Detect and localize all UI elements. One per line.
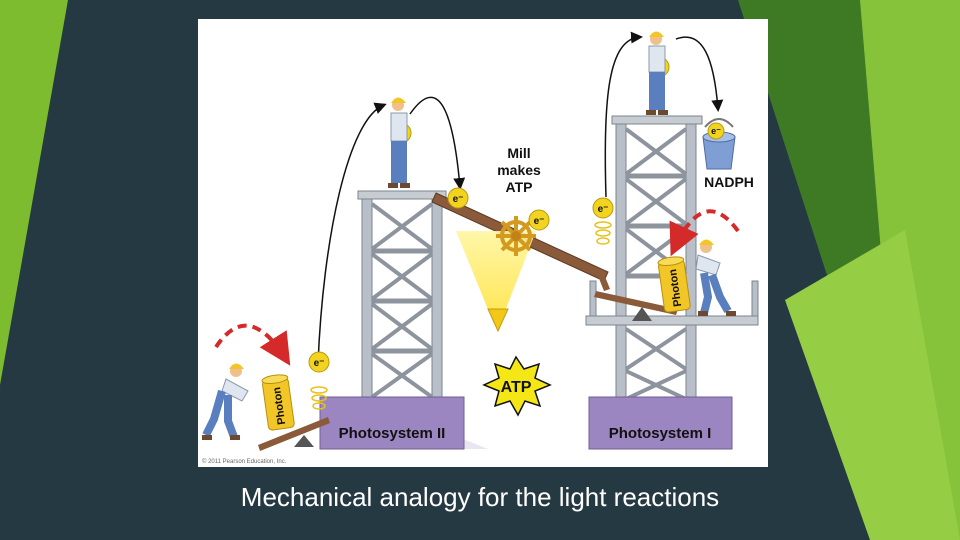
psI-photon-canister: Photon: [657, 256, 691, 313]
electron-psI-rising: e⁻: [592, 197, 614, 245]
svg-text:e⁻: e⁻: [314, 358, 325, 369]
mill-label-line-2: makes: [497, 162, 541, 178]
psII-red-dashed-arrow: [214, 323, 291, 366]
electron-in-bucket: e⁻: [707, 122, 725, 140]
copyright-text: © 2011 Pearson Education, Inc.: [202, 458, 287, 465]
psII-electron-jump-arrow: [317, 102, 387, 365]
right-light-green-accent: [785, 230, 960, 540]
svg-text:e⁻: e⁻: [598, 204, 609, 215]
photosystem-I-label: Photosystem I: [609, 425, 712, 442]
mill-to-atp-arrow: [487, 308, 509, 333]
slide-caption: Mechanical analogy for the light reactio…: [240, 482, 720, 512]
mill-label-line-1: Mill: [507, 145, 530, 161]
psI-fulcrum: [632, 307, 652, 321]
worker-psII-top: [388, 97, 410, 188]
psII-fulcrum: [294, 435, 314, 447]
photosystem-II-base: [319, 396, 465, 450]
svg-text:e⁻: e⁻: [453, 194, 464, 205]
electron-on-ramp-2: e⁻: [528, 209, 550, 231]
psII-seesaw: [258, 417, 330, 451]
photosystem-I-base: [588, 396, 733, 450]
atp-burst: [482, 355, 552, 417]
nadph-label: NADPH: [704, 174, 754, 190]
photosystem-II-label: Photosystem II: [339, 425, 446, 442]
electron-ramp-lower: [596, 269, 610, 291]
psI-photon-label: Photon: [667, 268, 684, 307]
left-green-accent: [0, 0, 68, 385]
psI-electron-jump-arrow: [604, 31, 643, 198]
psI-seesaw: [594, 291, 678, 315]
photosystem-II-tower: [357, 190, 447, 400]
psI-top-arc-arrow: [675, 36, 724, 112]
mill-wheel: [496, 216, 536, 256]
mill-label-line-3: ATP: [506, 179, 533, 195]
psII-top-arc-arrow: [409, 96, 466, 190]
worker-psII-pushing: [202, 363, 249, 440]
mechanical-analogy-figure: Photosystem II Photosystem I ATP Mill ma…: [198, 19, 768, 467]
svg-text:e⁻: e⁻: [711, 126, 721, 136]
worker-psI-pushing: [695, 239, 736, 316]
nadph-bucket: [702, 118, 736, 170]
psII-photon-label: Photon: [271, 386, 288, 425]
svg-text:e⁻: e⁻: [534, 216, 545, 227]
atp-label: ATP: [501, 379, 532, 396]
psI-red-dashed-arrow: [669, 209, 740, 257]
electron-psII-rising: e⁻: [308, 351, 330, 410]
photosystem-I-tower: [585, 115, 759, 401]
electron-on-ramp-1: e⁻: [447, 187, 469, 209]
psII-photon-canister: Photon: [261, 374, 295, 431]
worker-psI-top: [646, 31, 668, 115]
